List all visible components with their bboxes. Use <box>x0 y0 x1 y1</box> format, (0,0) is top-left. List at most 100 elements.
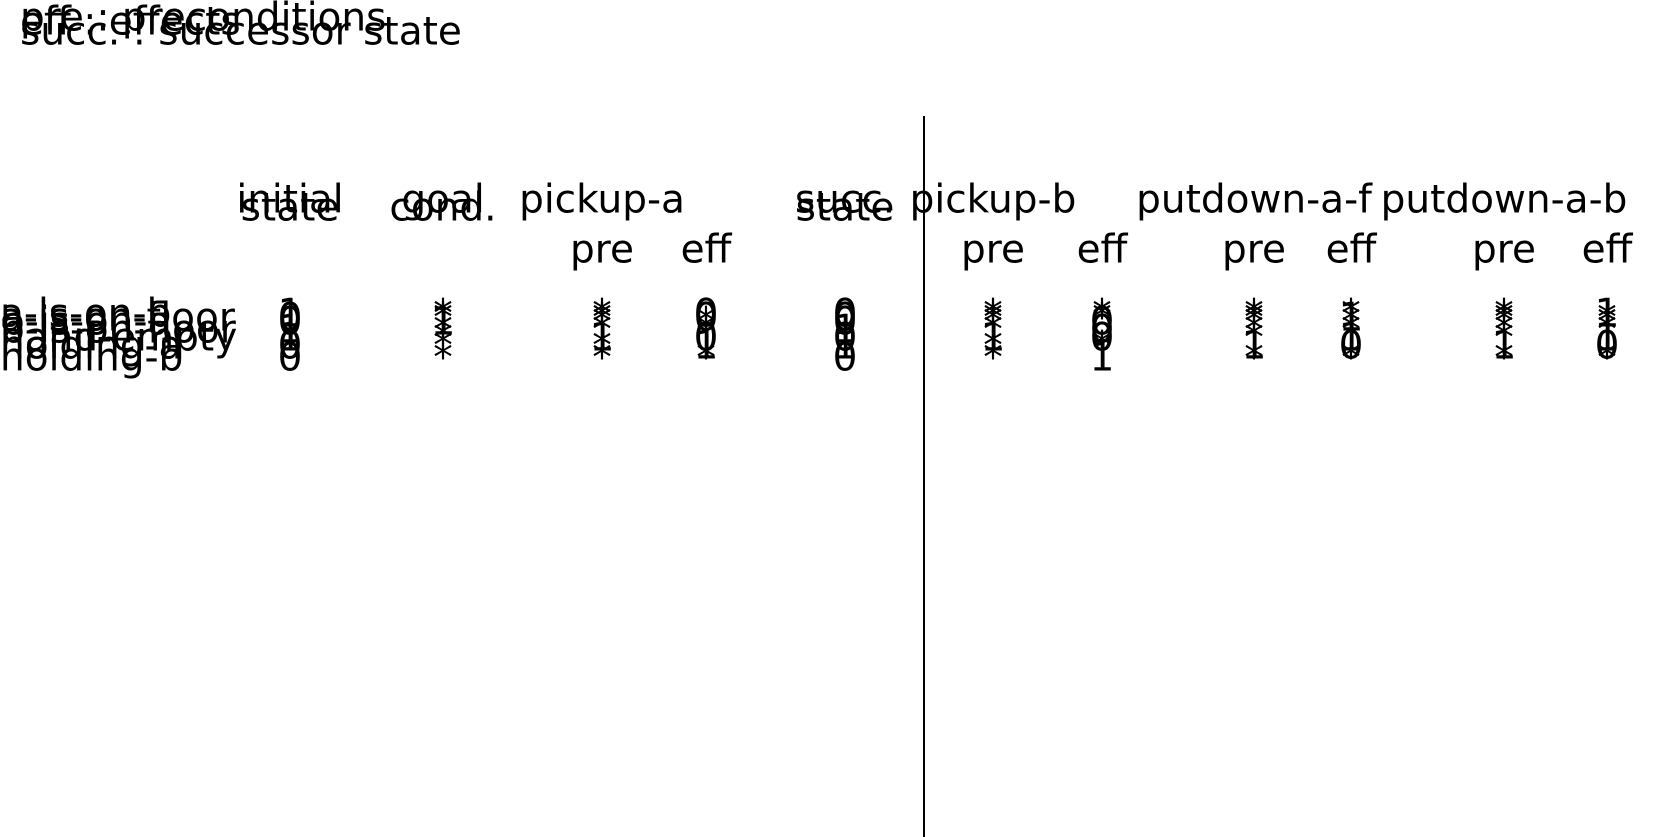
column-header: pre <box>1222 227 1286 273</box>
cell-value: 0 <box>832 299 858 345</box>
cell-value: * <box>696 335 716 381</box>
cell-value: * <box>592 323 612 369</box>
cell-value: 0 <box>1594 323 1620 369</box>
cell-value: 0 <box>832 291 858 337</box>
column-header: pre <box>961 227 1025 273</box>
cell-value: * <box>433 307 453 353</box>
fluent-label: holding-b <box>0 335 184 381</box>
cell-value: 1 <box>1594 291 1620 337</box>
cell-value: * <box>1597 295 1617 341</box>
cell-value: * <box>983 299 1003 345</box>
column-header: pickup-a <box>519 177 685 223</box>
cell-value: 0 <box>1338 323 1364 369</box>
cell-value: * <box>433 291 453 337</box>
cell-value: 1 <box>693 323 719 369</box>
column-header: pre <box>570 227 634 273</box>
cell-value: * <box>433 315 453 361</box>
cell-value: 0 <box>1089 307 1115 353</box>
column-header: cond. <box>389 185 497 231</box>
cell-value: * <box>433 335 453 381</box>
cell-value: 1 <box>589 315 615 361</box>
cell-value: * <box>1341 291 1361 337</box>
cell-value: 0 <box>693 295 719 341</box>
cell-value: 0 <box>832 315 858 361</box>
cell-value: * <box>1244 299 1264 345</box>
column-header: state <box>795 185 895 231</box>
cell-value: 1 <box>430 299 456 345</box>
cell-value: * <box>1494 315 1514 361</box>
legend-line: succ. : successor state <box>20 9 462 55</box>
cell-value: * <box>696 307 716 353</box>
cell-value: * <box>1341 335 1361 381</box>
cell-value: * <box>433 295 453 341</box>
cell-value: * <box>592 299 612 345</box>
fluent-label: hand-empty <box>0 315 238 361</box>
cell-value: * <box>592 295 612 341</box>
cell-value: 1 <box>832 323 858 369</box>
cell-value: * <box>983 335 1003 381</box>
cell-value: 0 <box>277 299 303 345</box>
column-header: goal <box>401 177 485 223</box>
cell-value: * <box>592 335 612 381</box>
column-header: putdown-a-b <box>1380 177 1628 223</box>
cell-value: * <box>696 299 716 345</box>
cell-value: * <box>1244 315 1264 361</box>
cell-value: * <box>433 323 453 369</box>
cell-value: 1 <box>277 307 303 353</box>
cell-value: 1 <box>1089 335 1115 381</box>
fluent-label: b-is-on-a <box>0 299 172 345</box>
fluent-label: holding-a <box>0 323 183 369</box>
column-header: eff <box>680 227 732 273</box>
cell-value: * <box>592 307 612 353</box>
cell-value: 1 <box>980 315 1006 361</box>
column-header: initial <box>236 177 344 223</box>
cell-value: * <box>1597 307 1617 353</box>
cell-value: * <box>1494 335 1514 381</box>
cell-value: 1 <box>277 291 303 337</box>
cell-value: * <box>983 291 1003 337</box>
cell-value: 0 <box>832 335 858 381</box>
cell-value: * <box>1494 295 1514 341</box>
cell-value: 1 <box>832 307 858 353</box>
cell-value: * <box>1597 335 1617 381</box>
column-header: pickup-b <box>909 177 1077 223</box>
column-header: eff <box>1581 227 1633 273</box>
cell-value: 1 <box>1338 295 1364 341</box>
cell-value: * <box>983 323 1003 369</box>
fluent-label: a-is-on-b <box>0 291 172 337</box>
cell-value: * <box>983 295 1003 341</box>
legend-line: pre : preconditions <box>20 0 387 41</box>
cell-value: * <box>1092 291 1112 337</box>
cell-value: * <box>1244 291 1264 337</box>
cell-value: * <box>1244 307 1264 353</box>
cell-value: * <box>1494 291 1514 337</box>
cell-value: * <box>1494 307 1514 353</box>
cell-value: 0 <box>693 291 719 337</box>
cell-value: 0 <box>277 295 303 341</box>
cell-value: * <box>1244 295 1264 341</box>
column-header: succ. <box>794 177 896 223</box>
cell-value: 0 <box>693 315 719 361</box>
fluent-label: b-is-on-floor <box>0 307 236 353</box>
column-header: eff <box>1325 227 1377 273</box>
cell-value: 1 <box>1491 323 1517 369</box>
column-header: eff <box>1076 227 1128 273</box>
cell-value: 0 <box>1089 299 1115 345</box>
cell-value: * <box>1244 335 1264 381</box>
cell-value: 0 <box>277 323 303 369</box>
cell-value: * <box>1341 299 1361 345</box>
legend-line: eff : effects <box>20 0 241 45</box>
cell-value: * <box>1341 307 1361 353</box>
cell-value: 1 <box>1241 323 1267 369</box>
cell-value: 0 <box>832 295 858 341</box>
cell-value: * <box>1597 299 1617 345</box>
cell-value: 1 <box>1594 315 1620 361</box>
column-header: putdown-a-f <box>1136 177 1372 223</box>
cell-value: * <box>592 291 612 337</box>
cell-value: 1 <box>1338 315 1364 361</box>
column-header: state <box>240 185 340 231</box>
cell-value: 1 <box>277 315 303 361</box>
cell-value: * <box>1092 295 1112 341</box>
cell-value: * <box>983 307 1003 353</box>
